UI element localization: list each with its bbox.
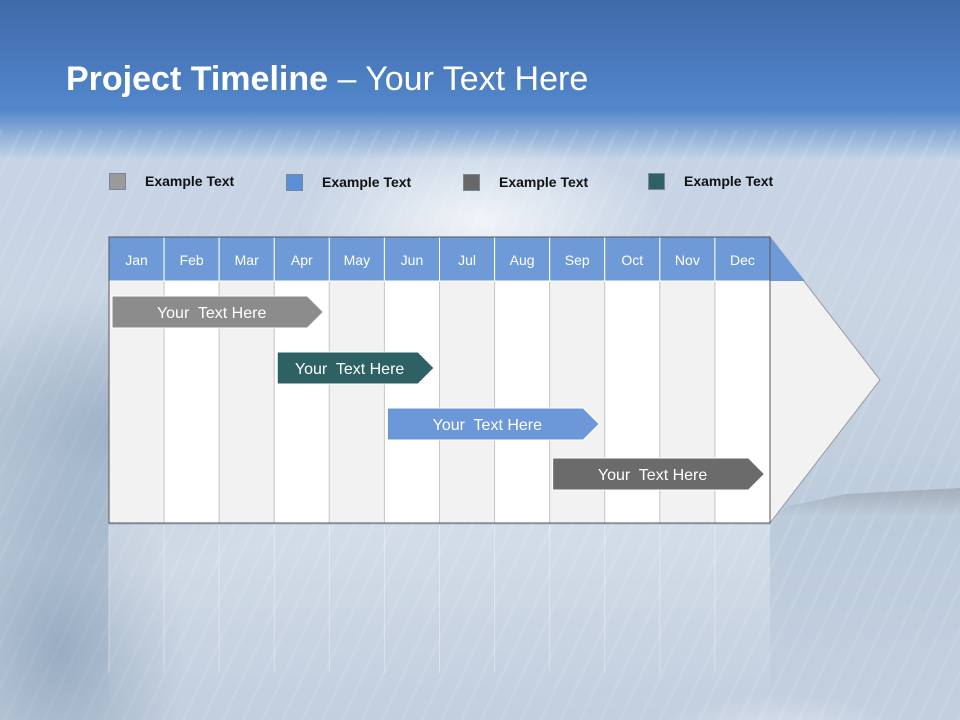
legend-item-4: Example Text [648, 170, 773, 192]
month-column-jul [439, 280, 496, 524]
legend-swatch-teal [648, 172, 665, 190]
task-label-2: Your Text Here [295, 361, 405, 378]
reflection-fill [109, 525, 770, 715]
timeline-frame [108, 236, 771, 524]
month-column-aug [494, 280, 551, 524]
month-label-nov: Nov [675, 252, 700, 268]
month-header-cell-nov [659, 236, 716, 282]
task-label-4: Your Text Here [598, 467, 708, 484]
task-label-3: Your Text Here [433, 417, 543, 434]
month-header-cell-dec [714, 236, 771, 282]
task-bar-4 [552, 457, 766, 491]
month-label-feb: Feb [180, 252, 204, 268]
month-label-apr: Apr [291, 252, 313, 268]
legend-item-1: Example Text [109, 170, 234, 192]
month-column-jun [383, 280, 440, 524]
month-label-jan: Jan [125, 252, 148, 268]
legend-label: Example Text [322, 174, 412, 190]
month-label-dec: Dec [730, 252, 755, 268]
month-header-cell-apr [273, 236, 330, 282]
title-bold: Project Timeline [66, 60, 329, 98]
month-header-cell-jun [383, 236, 440, 282]
month-header: Jan Feb Mar Apr May Jun Jul Aug Sep Oct Nov Dec [108, 236, 771, 282]
legend-item-3: Example Text [463, 171, 588, 193]
month-label-jul: Jul [458, 252, 476, 268]
month-label-oct: Oct [621, 252, 643, 268]
timeline-arrow-head-top [770, 237, 805, 281]
month-header-cell-may [328, 236, 385, 282]
month-label-sep: Sep [565, 252, 590, 268]
legend-swatch-gray [109, 172, 126, 190]
month-label-aug: Aug [510, 252, 535, 268]
month-label-may: May [344, 252, 370, 268]
legend-item-2: Example Text [286, 171, 411, 193]
title-rest: – Your Text Here [328, 60, 589, 98]
legend-swatch-dark-gray [463, 173, 480, 191]
month-label-jun: Jun [401, 252, 424, 268]
task-bar-2 [276, 351, 435, 385]
legend-label: Example Text [499, 174, 589, 190]
timeline-reflection [108, 525, 770, 715]
legend-label: Example Text [684, 173, 774, 189]
task-bar-1 [111, 295, 325, 329]
month-column-may [328, 280, 385, 524]
month-label-mar: Mar [235, 252, 259, 268]
legend-label: Example Text [145, 173, 235, 189]
legend-swatch-blue [286, 173, 303, 191]
task-bar-3 [386, 407, 600, 441]
month-header-cell-feb [163, 236, 220, 282]
task-label-1: Your Text Here [157, 305, 267, 322]
slide-title[interactable]: Project Timeline – Your Text Here [66, 60, 588, 99]
